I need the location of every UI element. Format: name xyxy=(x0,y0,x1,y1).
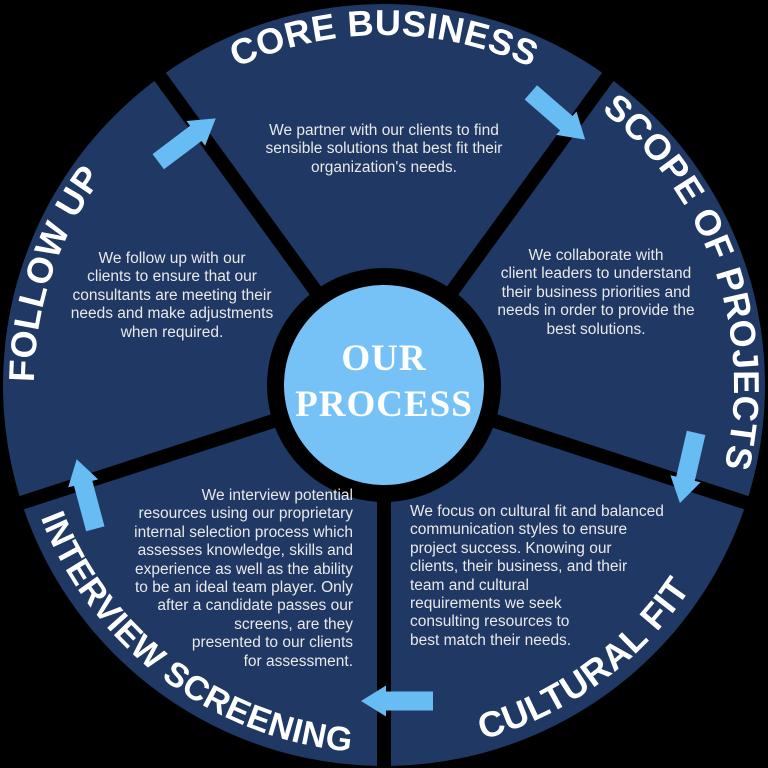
text-line: project success. Knowing our xyxy=(410,539,612,557)
text-line: We interview potential xyxy=(201,487,353,504)
text-line: We follow up with our xyxy=(98,250,246,267)
text-line: best match their needs. xyxy=(410,631,572,649)
scope-of-projects-description: We collaborate with client leaders to un… xyxy=(486,247,706,339)
text-line: for assessment. xyxy=(243,652,353,670)
text-line: needs in order to provide the xyxy=(497,302,695,320)
text-line: communication styles to ensure xyxy=(410,521,628,539)
text-line: consulting resources to xyxy=(410,613,570,631)
text-line: after a candidate passes our xyxy=(157,597,353,615)
follow-up-description: We follow up with our clients to ensure … xyxy=(57,250,287,342)
text-line: organization's needs. xyxy=(310,158,457,176)
text-line: We collaborate with xyxy=(528,247,664,264)
cultural-fit-description: We focus on cultural fit and balanced co… xyxy=(410,503,682,650)
text-line: best solutions. xyxy=(546,320,646,338)
divider-lower-left xyxy=(10,404,306,513)
text-line: requirements we seek xyxy=(410,595,562,613)
hub-circle xyxy=(284,285,484,485)
text-line: when required. xyxy=(120,323,224,341)
text-line: We focus on cultural fit and balanced xyxy=(410,503,664,520)
divider-upper-left xyxy=(149,65,340,321)
text-line: resources using our proprietary xyxy=(138,505,353,523)
core-business-description: We partner with our clients to find sens… xyxy=(244,122,524,177)
text-line: consultants are meeting their xyxy=(72,286,272,304)
text-line: needs and make adjustments xyxy=(70,305,274,323)
text-line: clients to ensure that our xyxy=(87,268,257,286)
text-line: We partner with our clients to find xyxy=(269,122,499,139)
center-hub-label: OUR PROCESS xyxy=(295,338,473,425)
text-line: clients, their business, and their xyxy=(410,558,628,576)
text-line: to be an ideal team player. Only xyxy=(135,579,353,597)
text-line: their business priorities and xyxy=(501,283,691,301)
text-line: internal selection process which xyxy=(134,523,353,541)
text-line: experience as well as the ability xyxy=(135,560,353,578)
interview-screening-description: We interview potential resources using o… xyxy=(93,487,353,671)
segment-dividers xyxy=(10,65,758,768)
divider-lower-right xyxy=(462,404,758,513)
text-line: screens, are they xyxy=(234,615,353,633)
text-line: assesses knowledge, skills and xyxy=(137,542,353,560)
divider-upper-right xyxy=(428,65,619,321)
text-line: team and cultural xyxy=(410,576,529,594)
text-line: client leaders to understand xyxy=(500,265,692,283)
text-line: presented to our clients xyxy=(191,634,353,652)
text-line: sensible solutions that best fit their xyxy=(265,140,503,158)
